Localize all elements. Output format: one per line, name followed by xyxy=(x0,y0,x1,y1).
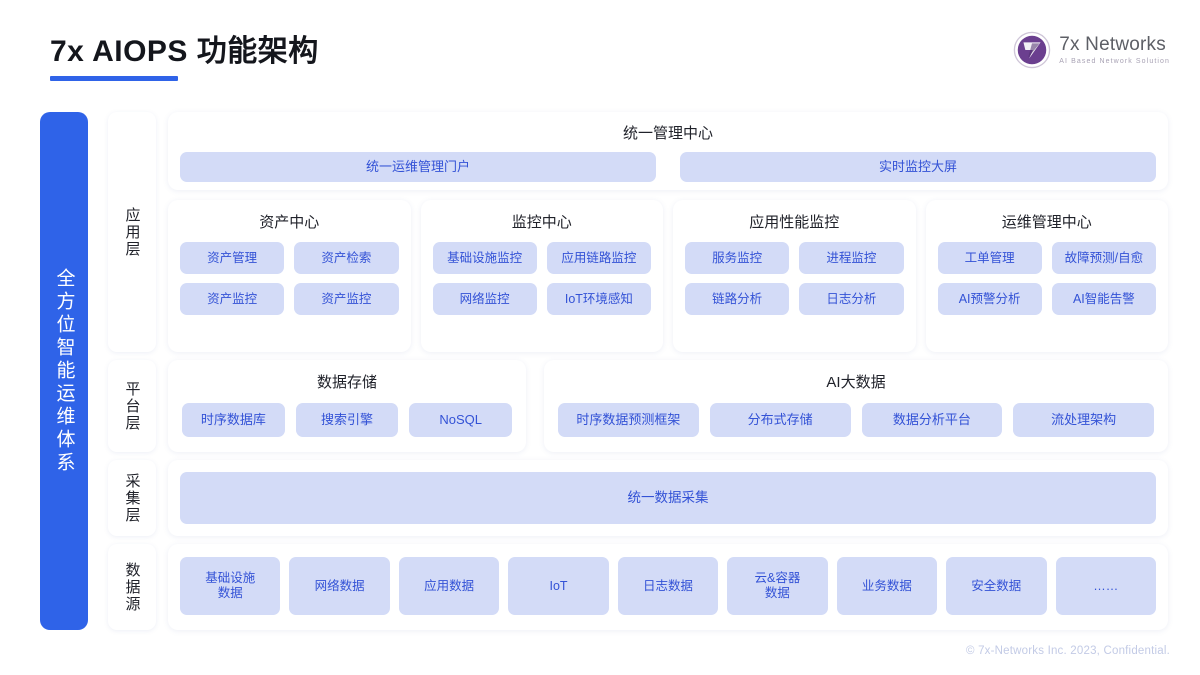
chip-application-data[interactable]: 应用数据 xyxy=(398,557,500,615)
chip-nosql[interactable]: NoSQL xyxy=(409,403,513,437)
chip-asset-management[interactable]: 资产管理 xyxy=(180,242,285,274)
chip-ai-intelligent-alarm[interactable]: AI智能告警 xyxy=(1051,283,1156,315)
unified-management-center-items: 统一运维管理门户 实时监控大屏 xyxy=(180,152,1156,182)
layer-label-collection-text: 采集层 xyxy=(123,472,141,524)
chip-process-monitoring[interactable]: 进程监控 xyxy=(799,242,904,274)
layer-label-platform-text: 平台层 xyxy=(123,380,141,432)
chip-time-series-database[interactable]: 时序数据库 xyxy=(182,403,285,437)
chip-unified-data-collection[interactable]: 统一数据采集 xyxy=(180,472,1156,524)
app-card-apm: 应用性能监控 服务监控 进程监控 链路分析 日志分析 xyxy=(673,200,916,352)
chip-timeseries-prediction-framework[interactable]: 时序数据预测框架 xyxy=(558,403,699,437)
platform-layer-cards: 数据存储 时序数据库 搜索引擎 NoSQL AI大数据 时序数据预测框架 分布式… xyxy=(168,360,1168,452)
vertical-banner-label: 全方位智能运维体系 xyxy=(53,267,75,475)
layers-content: 统一管理中心 统一运维管理门户 实时监控大屏 资产中心 资产管理 资产检索 资产… xyxy=(168,112,1168,630)
page-title: 7x AIOPS 功能架构 xyxy=(50,35,319,68)
seven-x-networks-logo-icon xyxy=(1013,31,1051,69)
chip-unified-ops-portal[interactable]: 统一运维管理门户 xyxy=(180,152,656,182)
layer-label-datasource: 数据源 xyxy=(108,544,156,630)
app-card-chip-grid: 基础设施监控 应用链路监控 网络监控 IoT环境感知 xyxy=(432,242,651,315)
layer-label-application-text: 应用层 xyxy=(123,206,141,258)
chip-service-monitoring[interactable]: 服务监控 xyxy=(685,242,790,274)
app-card-chip-grid: 资产管理 资产检索 资产监控 资产监控 xyxy=(180,242,399,315)
chip-security-data[interactable]: 安全数据 xyxy=(946,557,1047,615)
platform-card-chip-row: 时序数据库 搜索引擎 NoSQL xyxy=(182,403,513,437)
chip-fault-prediction-self-healing[interactable]: 故障预测/自愈 xyxy=(1051,242,1156,274)
chip-search-engine[interactable]: 搜索引擎 xyxy=(295,403,399,437)
chip-ticket-management[interactable]: 工单管理 xyxy=(937,242,1042,274)
layer-label-collection: 采集层 xyxy=(108,460,156,536)
chip-iot-environment-sensing[interactable]: IoT环境感知 xyxy=(546,283,651,315)
brand-logo: 7x Networks AI Based Network Solution xyxy=(1013,28,1170,72)
app-card-title: 监控中心 xyxy=(511,214,572,231)
collection-layer-card: 统一数据采集 xyxy=(168,460,1168,536)
chip-realtime-monitor-wall[interactable]: 实时监控大屏 xyxy=(680,152,1156,182)
platform-card-title: AI大数据 xyxy=(826,374,886,391)
architecture-board: 全方位智能运维体系 应用层 平台层 采集层 数据源 统一管理中心 统一运维管 xyxy=(0,100,1200,645)
app-card-title: 运维管理中心 xyxy=(1001,214,1092,231)
layer-label-datasource-text: 数据源 xyxy=(123,561,141,613)
datasource-chip-row: 基础设施数据 网络数据 应用数据 IoT 日志数据 云&容器数据 业务数据 安全… xyxy=(180,557,1156,615)
app-card-title: 资产中心 xyxy=(259,214,320,231)
app-card-monitoring-center: 监控中心 基础设施监控 应用链路监控 网络监控 IoT环境感知 xyxy=(420,200,663,352)
datasource-layer-card: 基础设施数据 网络数据 应用数据 IoT 日志数据 云&容器数据 业务数据 安全… xyxy=(168,544,1168,630)
app-card-title: 应用性能监控 xyxy=(749,214,840,231)
chip-cloud-container-data[interactable]: 云&容器数据 xyxy=(727,557,828,615)
chip-business-data[interactable]: 业务数据 xyxy=(836,557,938,615)
chip-log-analysis[interactable]: 日志分析 xyxy=(799,283,904,315)
chip-infrastructure-monitoring[interactable]: 基础设施监控 xyxy=(432,242,537,274)
app-card-chip-grid: 服务监控 进程监控 链路分析 日志分析 xyxy=(685,242,904,315)
chip-infrastructure-data[interactable]: 基础设施数据 xyxy=(180,557,281,615)
platform-card-ai-bigdata: AI大数据 时序数据预测框架 分布式存储 数据分析平台 流处理架构 xyxy=(544,360,1168,452)
logo-company-name: 7x Networks xyxy=(1059,34,1166,55)
chip-asset-search[interactable]: 资产检索 xyxy=(294,242,399,274)
chip-stream-processing-architecture[interactable]: 流处理架构 xyxy=(1013,403,1154,437)
chip-trace-analysis[interactable]: 链路分析 xyxy=(685,283,790,315)
platform-card-data-storage: 数据存储 时序数据库 搜索引擎 NoSQL xyxy=(168,360,526,452)
chip-application-trace-monitoring[interactable]: 应用链路监控 xyxy=(546,242,651,274)
layer-label-application: 应用层 xyxy=(108,112,156,352)
layer-label-platform: 平台层 xyxy=(108,360,156,452)
chip-ai-early-warning-analysis[interactable]: AI预警分析 xyxy=(937,283,1042,315)
app-card-asset-center: 资产中心 资产管理 资产检索 资产监控 资产监控 xyxy=(168,200,411,352)
chip-asset-monitoring-1[interactable]: 资产监控 xyxy=(180,283,285,315)
logo-text-block: 7x Networks AI Based Network Solution xyxy=(1059,35,1170,65)
footer-copyright: © 7x-Networks Inc. 2023, Confidential. xyxy=(966,645,1170,657)
vertical-banner: 全方位智能运维体系 xyxy=(40,112,88,630)
chip-network-data[interactable]: 网络数据 xyxy=(289,557,390,615)
chip-distributed-storage[interactable]: 分布式存储 xyxy=(709,403,851,437)
chip-data-analytics-platform[interactable]: 数据分析平台 xyxy=(861,403,1003,437)
chip-iot-data[interactable]: IoT xyxy=(508,557,609,615)
chip-log-data[interactable]: 日志数据 xyxy=(617,557,719,615)
unified-management-center-card: 统一管理中心 统一运维管理门户 实时监控大屏 xyxy=(168,112,1168,190)
title-underline-accent xyxy=(50,76,178,81)
slide-header: 7x AIOPS 功能架构 7x Networks AI Based Netwo… xyxy=(0,0,1200,100)
application-layer-cards: 资产中心 资产管理 资产检索 资产监控 资产监控 监控中心 基础设施监控 应用链… xyxy=(168,200,1168,352)
layer-label-column: 应用层 平台层 采集层 数据源 xyxy=(108,112,156,630)
logo-tagline: AI Based Network Solution xyxy=(1059,58,1170,65)
chip-more-ellipsis[interactable]: …… xyxy=(1055,557,1156,615)
app-card-ops-management-center: 运维管理中心 工单管理 故障预测/自愈 AI预警分析 AI智能告警 xyxy=(925,200,1168,352)
unified-management-center-title: 统一管理中心 xyxy=(622,125,713,142)
chip-network-monitoring[interactable]: 网络监控 xyxy=(432,283,537,315)
chip-asset-monitoring-2[interactable]: 资产监控 xyxy=(294,283,399,315)
platform-card-chip-row: 时序数据预测框架 分布式存储 数据分析平台 流处理架构 xyxy=(558,403,1154,437)
platform-card-title: 数据存储 xyxy=(316,374,377,391)
app-card-chip-grid: 工单管理 故障预测/自愈 AI预警分析 AI智能告警 xyxy=(937,242,1156,315)
